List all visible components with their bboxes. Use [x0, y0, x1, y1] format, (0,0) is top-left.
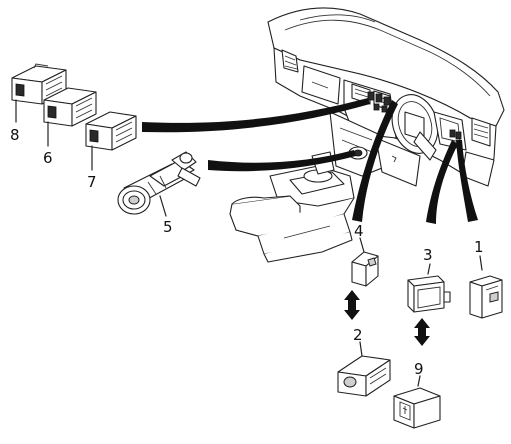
- callout-3: 3: [423, 246, 433, 264]
- switch-8: [11, 63, 67, 123]
- switch-2: [337, 341, 391, 397]
- dashboard-illustration: [229, 7, 505, 263]
- callout-2: 2: [353, 326, 363, 344]
- callout-labels: 8 6 7 5 4 2 3 9 1: [10, 126, 484, 378]
- beam-lighter-5: [208, 150, 356, 172]
- callout-1: 1: [474, 238, 484, 256]
- beam-switch-3: [426, 140, 458, 224]
- cigar-lighter-5: [117, 151, 201, 217]
- double-arrow-3-9: [414, 318, 430, 346]
- switch-4: [351, 237, 379, 287]
- switch-3: [407, 263, 451, 313]
- callout-7: 7: [87, 173, 97, 191]
- callout-8: 8: [10, 126, 20, 144]
- switch-1: [469, 255, 503, 319]
- beam-switch-4: [352, 100, 398, 222]
- switch-7: [85, 111, 137, 171]
- double-arrow-4-2: [344, 290, 360, 320]
- beam-switch-7: [142, 98, 370, 133]
- switch-6: [43, 87, 97, 147]
- callout-5: 5: [163, 218, 173, 236]
- callout-6: 6: [43, 149, 53, 167]
- pointer-beams: [142, 98, 478, 224]
- callout-4: 4: [354, 222, 364, 240]
- beam-switch-1: [456, 140, 478, 222]
- callout-9: 9: [414, 360, 424, 378]
- switch-9: [393, 375, 441, 429]
